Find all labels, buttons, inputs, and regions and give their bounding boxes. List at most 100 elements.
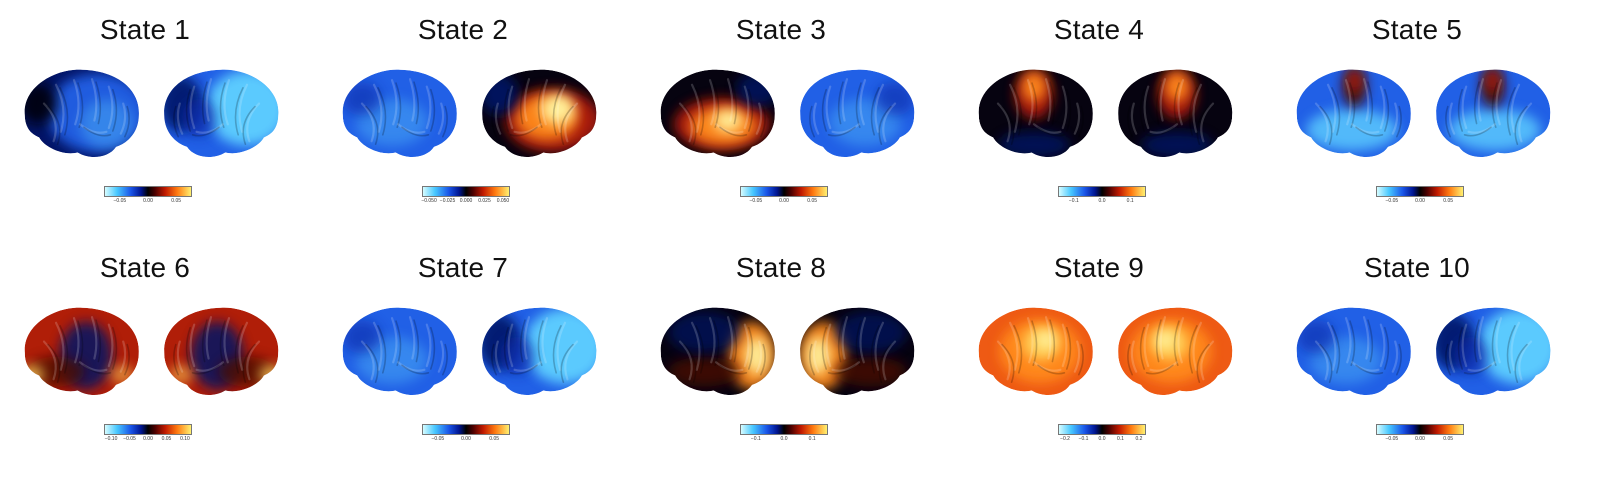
colorbar-gradient bbox=[422, 424, 510, 435]
colorbar-tick-label: −0.05 bbox=[123, 436, 136, 442]
state-title: State 4 bbox=[1053, 14, 1145, 45]
right-hemisphere bbox=[482, 307, 597, 395]
state-title: State 8 bbox=[735, 252, 827, 283]
right-hemisphere bbox=[800, 307, 915, 395]
colorbar-tick-label: 0.10 bbox=[180, 436, 190, 442]
state-title: State 5 bbox=[1371, 14, 1463, 45]
left-hemisphere bbox=[1296, 69, 1411, 157]
colorbar-tick-label: −0.025 bbox=[439, 198, 456, 204]
state-title: State 6 bbox=[99, 252, 191, 283]
state-title: State 9 bbox=[1053, 252, 1145, 283]
colorbar: −0.05 0.00 0.05 bbox=[1376, 186, 1464, 206]
colorbar-gradient bbox=[1058, 424, 1146, 435]
right-hemisphere bbox=[482, 69, 597, 157]
brain-hemispheres bbox=[660, 307, 915, 395]
colorbar-tick-label: −0.1 bbox=[1078, 436, 1089, 442]
colorbar-tick-label: 0.0 bbox=[1098, 198, 1106, 204]
colorbar-gradient bbox=[1376, 186, 1464, 197]
left-hemisphere bbox=[660, 69, 775, 157]
colorbar-gradient bbox=[104, 186, 192, 197]
colorbar-tick-label: −0.05 bbox=[1385, 436, 1399, 442]
colorbar-gradient bbox=[1058, 186, 1146, 197]
right-hemisphere bbox=[164, 307, 279, 395]
colorbar-tick-label: 0.00 bbox=[1415, 198, 1425, 204]
colorbar-tick-label: 0.025 bbox=[478, 198, 491, 204]
colorbar-tick-label: 0.0 bbox=[1098, 436, 1106, 442]
brain-hemispheres bbox=[342, 69, 597, 157]
colorbar: −0.05 0.00 0.05 bbox=[1376, 424, 1464, 444]
colorbar-tick-label: 0.00 bbox=[1415, 436, 1425, 442]
state-panel: State 9 −0.2 −0.1 0.0 0.1 0.2 bbox=[954, 238, 1274, 476]
colorbar-tick-label: 0.05 bbox=[1443, 198, 1454, 204]
brain-hemispheres bbox=[660, 69, 915, 157]
state-panel: State 10 −0.05 0.00 0.05 bbox=[1272, 238, 1592, 476]
colorbar-tick-label: −0.2 bbox=[1060, 436, 1070, 442]
left-hemisphere bbox=[342, 69, 457, 157]
brain-hemispheres bbox=[1296, 69, 1551, 157]
colorbar-tick-label: 0.00 bbox=[461, 436, 471, 442]
colorbar-gradient bbox=[740, 424, 828, 435]
state-panel: State 5 −0.05 0.00 0.05 bbox=[1272, 0, 1592, 238]
brain-hemispheres bbox=[24, 307, 279, 395]
state-panel: State 8 −0.1 0.0 0.1 bbox=[636, 238, 956, 476]
right-hemisphere bbox=[1436, 307, 1551, 395]
colorbar-tick-label: 0.00 bbox=[143, 436, 153, 442]
state-title: State 3 bbox=[735, 14, 827, 45]
colorbar-tick-label: 0.00 bbox=[779, 198, 789, 204]
colorbar-tick-label: 0.05 bbox=[161, 436, 172, 442]
state-title: State 1 bbox=[99, 14, 191, 45]
colorbar-gradient bbox=[104, 424, 192, 435]
colorbar: −0.2 −0.1 0.0 0.1 0.2 bbox=[1058, 424, 1146, 444]
colorbar-tick-label: 0.000 bbox=[459, 198, 473, 204]
colorbar-gradient bbox=[1376, 424, 1464, 435]
colorbar-tick-label: 0.1 bbox=[1116, 436, 1124, 442]
right-hemisphere bbox=[1436, 69, 1551, 157]
colorbar-tick-label: 0.00 bbox=[143, 198, 153, 204]
colorbar-tick-label: 0.1 bbox=[1126, 198, 1134, 204]
colorbar-gradient bbox=[740, 186, 828, 197]
colorbar-tick-label: −0.05 bbox=[749, 198, 763, 204]
right-hemisphere bbox=[164, 69, 279, 157]
brain-hemispheres bbox=[24, 69, 279, 157]
colorbar-gradient bbox=[422, 186, 510, 197]
right-hemisphere bbox=[1118, 307, 1233, 395]
colorbar: −0.1 0.0 0.1 bbox=[740, 424, 828, 444]
state-title: State 10 bbox=[1364, 252, 1470, 283]
colorbar-tick-label: 0.2 bbox=[1135, 436, 1143, 442]
state-panel: State 6 −0.10 −0.05 0.00 0.05 0.10 bbox=[0, 238, 320, 476]
right-hemisphere bbox=[1118, 69, 1233, 157]
colorbar-tick-label: −0.05 bbox=[1385, 198, 1399, 204]
brain-hemispheres bbox=[978, 69, 1233, 157]
colorbar: −0.05 0.00 0.05 bbox=[104, 186, 192, 206]
colorbar: −0.10 −0.05 0.00 0.05 0.10 bbox=[104, 424, 192, 444]
colorbar-tick-label: −0.05 bbox=[113, 198, 127, 204]
colorbar-tick-label: 0.05 bbox=[489, 436, 500, 442]
left-hemisphere bbox=[978, 307, 1093, 395]
left-hemisphere bbox=[24, 69, 139, 157]
state-title: State 2 bbox=[417, 14, 509, 45]
colorbar-tick-label: −0.05 bbox=[431, 436, 445, 442]
colorbar-tick-label: −0.1 bbox=[750, 436, 761, 442]
state-panel: State 1 −0.05 0.00 0.05 bbox=[0, 0, 320, 238]
colorbar-tick-label: −0.10 bbox=[104, 436, 118, 442]
colorbar-tick-label: 0.1 bbox=[808, 436, 816, 442]
left-hemisphere bbox=[342, 307, 457, 395]
right-hemisphere bbox=[800, 69, 915, 157]
left-hemisphere bbox=[1296, 307, 1411, 395]
brain-hemispheres bbox=[342, 307, 597, 395]
colorbar-tick-label: −0.050 bbox=[421, 198, 437, 204]
colorbar-tick-label: 0.0 bbox=[780, 436, 788, 442]
colorbar: −0.05 0.00 0.05 bbox=[422, 424, 510, 444]
left-hemisphere bbox=[978, 69, 1093, 157]
left-hemisphere bbox=[660, 307, 775, 395]
colorbar-tick-label: 0.05 bbox=[171, 198, 182, 204]
left-hemisphere bbox=[24, 307, 139, 395]
colorbar-tick-label: 0.05 bbox=[1443, 436, 1454, 442]
